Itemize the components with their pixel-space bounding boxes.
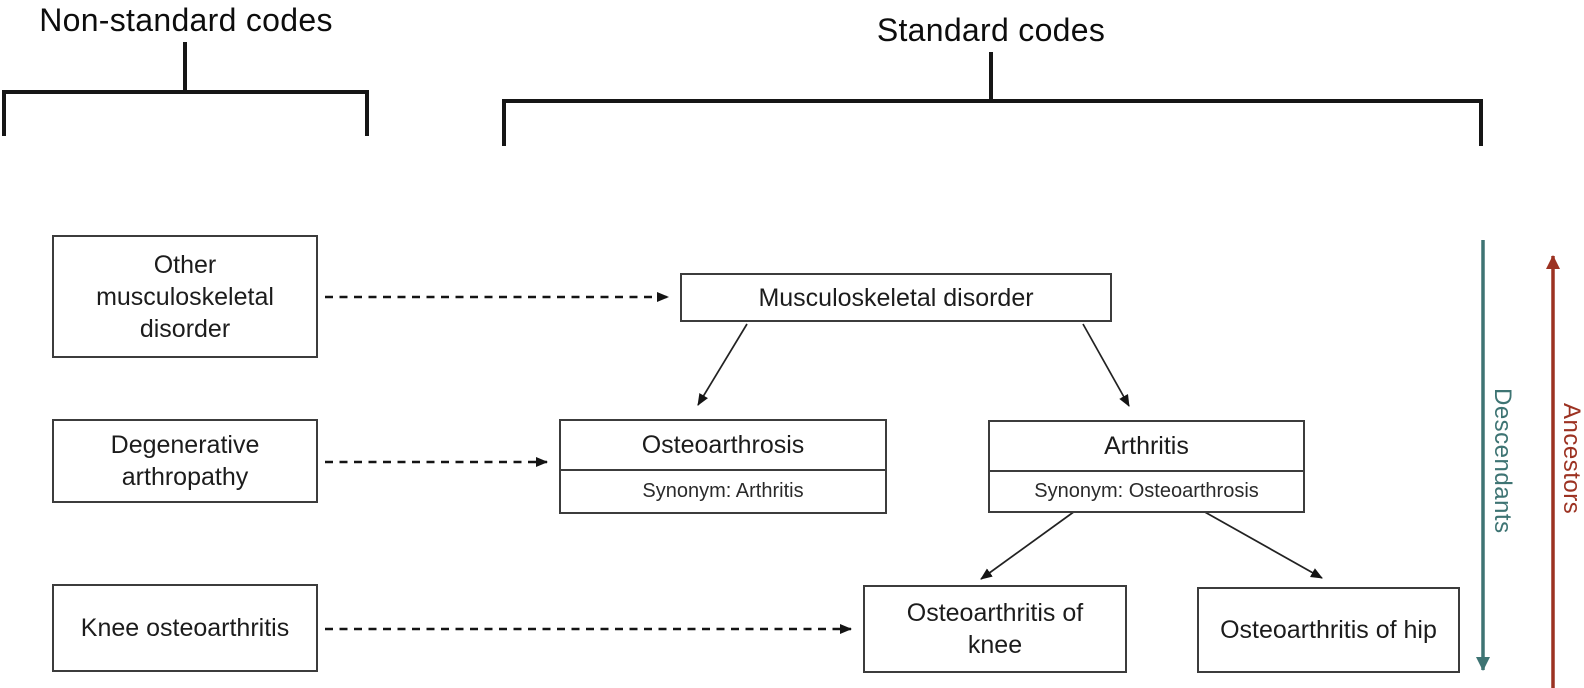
node-degenerative-arthropathy: Degenerative arthropathy [52,419,318,503]
node-arthritis: Arthritis Synonym: Osteoarthrosis [988,420,1305,513]
node-label: Osteoarthritis of knee [906,599,1084,659]
node-knee-osteoarthritis: Knee osteoarthritis [52,584,318,672]
node-label: Osteoarthrosis [641,430,805,459]
node-synonym: Synonym: Arthritis [561,469,885,512]
node-label: Musculoskeletal disorder [758,283,1034,312]
node-osteoarthritis-of-knee: Osteoarthritis of knee [863,585,1127,673]
non-standard-bracket [2,90,369,136]
standard-codes-title: Standard codes [876,12,1106,48]
node-musculoskeletal-disorder: Musculoskeletal disorder [680,273,1112,322]
node-label: Knee osteoarthritis [80,614,290,642]
hierarchy-arrow-root-to-arthritis [1082,323,1130,407]
node-osteoarthritis-of-hip: Osteoarthritis of hip [1197,587,1460,673]
non-standard-codes-title: Non-standard codes [39,2,333,38]
node-label: Other musculoskeletal disorder [96,250,274,343]
hierarchy-arrow-arthritis-to-hip [1202,510,1323,579]
standard-bracket [502,99,1483,146]
node-label: Degenerative arthropathy [110,431,260,491]
node-label: Osteoarthritis of hip [1220,616,1437,644]
hierarchy-arrow-arthritis-to-knee [980,510,1076,580]
ancestors-label: Ancestors [1558,403,1584,515]
node-synonym: Synonym: Osteoarthrosis [990,470,1303,511]
node-osteoarthrosis: Osteoarthrosis Synonym: Arthritis [559,419,887,514]
node-other-musculoskeletal-disorder: Other musculoskeletal disorder [52,235,318,358]
node-label: Arthritis [1104,431,1189,460]
descendants-label: Descendants [1489,388,1516,534]
hierarchy-arrow-root-to-osteoarthrosis [697,323,748,406]
